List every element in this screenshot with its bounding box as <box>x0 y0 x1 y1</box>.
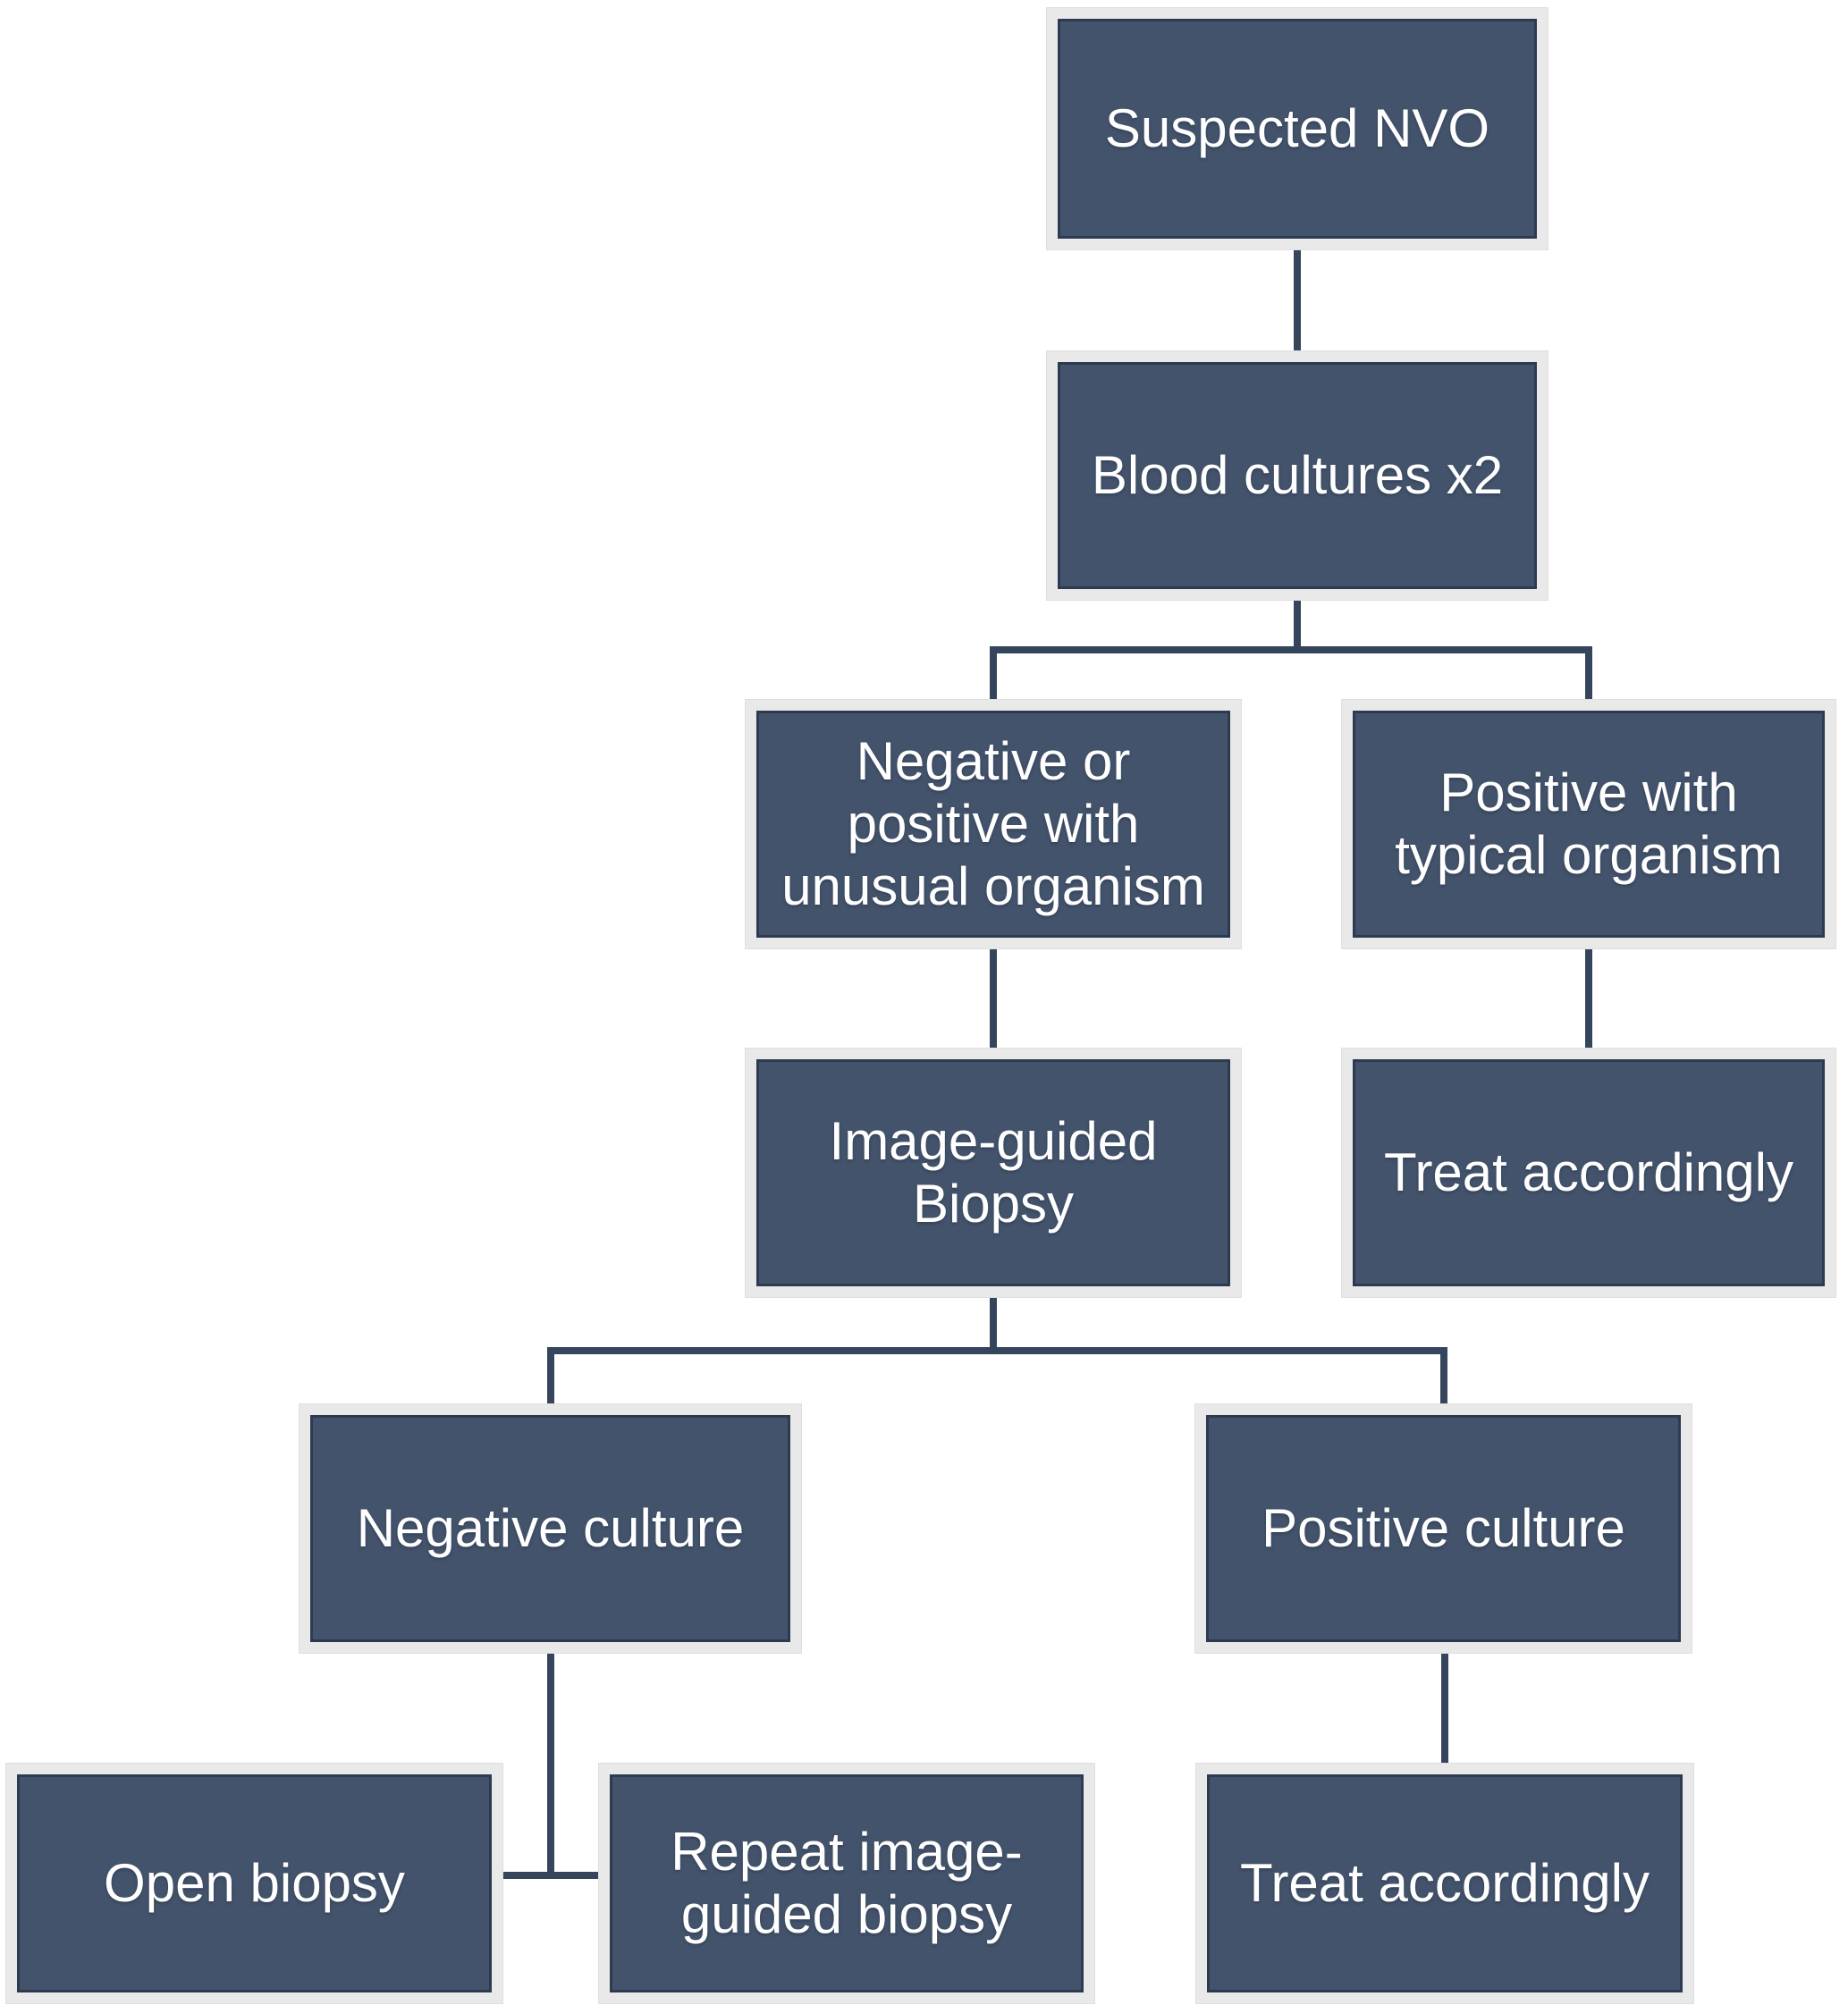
node-negative-unusual: Negative or positive with unusual organi… <box>745 699 1242 949</box>
connector-stem-image-guided-biopsy <box>990 1298 997 1354</box>
node-label: Positive culture <box>1262 1497 1625 1558</box>
node-box: Open biopsy <box>17 1774 492 1992</box>
connector-drop-positive-culture <box>1439 1347 1447 1403</box>
node-label: Treat accordingly <box>1240 1852 1650 1913</box>
node-positive-culture: Positive culture <box>1194 1403 1692 1654</box>
node-treat-accordingly-lower: Treat accordingly <box>1195 1763 1694 2004</box>
node-label: Suspected NVO <box>1104 97 1490 158</box>
connector-drop-negative-culture <box>546 1347 554 1403</box>
node-box: Negative or positive with unusual organi… <box>756 711 1230 938</box>
connector-stem-blood-cultures <box>1294 601 1301 653</box>
node-box: Image-guided Biopsy <box>756 1059 1230 1286</box>
connector-bar-blood-cultures <box>990 646 1592 653</box>
node-label: Repeat image-guided biopsy <box>671 1821 1023 1944</box>
node-box: Blood cultures x2 <box>1058 362 1537 589</box>
node-box: Treat accordingly <box>1353 1059 1825 1286</box>
connector-bar-image-guided-biopsy <box>546 1347 1447 1354</box>
node-open-biopsy: Open biopsy <box>5 1763 503 2004</box>
connector-positive-typical-to-treat-accordingly-upper <box>1585 949 1592 1048</box>
connector-drop-negative-unusual <box>990 646 997 699</box>
node-box: Repeat image-guided biopsy <box>610 1774 1084 1992</box>
node-label: Blood cultures x2 <box>1091 444 1504 505</box>
node-box: Suspected NVO <box>1058 19 1537 239</box>
node-label: Negative or positive with unusual organi… <box>781 730 1205 917</box>
connector-stem-negative-culture <box>546 1654 554 1879</box>
node-negative-culture: Negative culture <box>299 1403 802 1654</box>
node-label: Open biopsy <box>104 1852 405 1913</box>
node-image-guided-biopsy: Image-guided Biopsy <box>745 1048 1242 1298</box>
node-label: Image-guided Biopsy <box>829 1110 1158 1234</box>
connector-suspected-nvo-to-blood-cultures <box>1294 250 1301 350</box>
node-positive-typical: Positive with typical organism <box>1341 699 1836 949</box>
node-suspected-nvo: Suspected NVO <box>1046 7 1548 250</box>
node-blood-cultures: Blood cultures x2 <box>1046 350 1548 601</box>
node-box: Positive culture <box>1206 1415 1681 1642</box>
connector-drop-positive-typical <box>1585 646 1592 699</box>
connector-negative-unusual-to-image-guided-biopsy <box>990 949 997 1048</box>
node-label: Negative culture <box>356 1497 745 1558</box>
node-box: Treat accordingly <box>1207 1774 1683 1992</box>
node-treat-accordingly-upper: Treat accordingly <box>1341 1048 1836 1298</box>
node-label: Positive with typical organism <box>1395 762 1783 885</box>
connector-bar-negative-culture <box>503 1872 598 1879</box>
connector-positive-culture-to-treat-accordingly-lower <box>1441 1654 1448 1763</box>
node-box: Positive with typical organism <box>1353 711 1825 938</box>
node-repeat-image-guided-biopsy: Repeat image-guided biopsy <box>598 1763 1095 2004</box>
node-label: Treat accordingly <box>1384 1142 1793 1202</box>
node-box: Negative culture <box>310 1415 790 1642</box>
